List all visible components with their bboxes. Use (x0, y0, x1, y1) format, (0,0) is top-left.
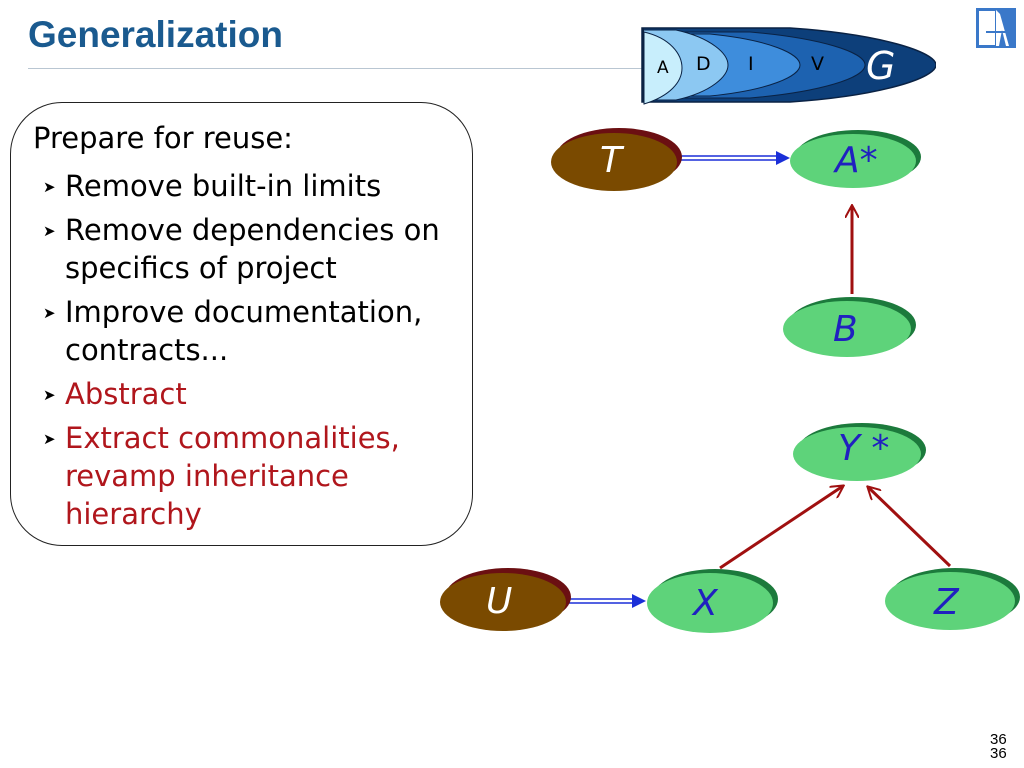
page-number-repeat: 36 (990, 745, 1007, 762)
node-y: Y * (793, 423, 926, 481)
bullet-text: Remove built-in limits (65, 169, 382, 203)
node-z-label: Z (933, 582, 960, 623)
node-x-label: X (691, 583, 719, 624)
client-arrow-t-to-a (680, 151, 790, 165)
node-b-label: B (833, 309, 858, 350)
title-divider (28, 68, 668, 69)
node-y-label: Y * (838, 428, 889, 469)
arrow-bullet-icon: ➤ (43, 178, 56, 196)
stage-i-label: I (748, 53, 754, 75)
node-x: X (647, 569, 778, 633)
arrow-bullet-icon: ➤ (43, 386, 56, 404)
bullet-item: ➤ Improve documentation, contracts... (43, 293, 463, 369)
stage-d-label: D (696, 53, 711, 75)
stage-g-label: G (866, 44, 895, 88)
arrow-bullet-icon: ➤ (43, 304, 56, 322)
bullet-item: ➤ Extract commonalities, revamp inheritan… (43, 419, 463, 533)
institution-logo (976, 8, 1016, 48)
bullet-text: Improve documentation, contracts... (65, 295, 423, 367)
node-z: Z (885, 568, 1020, 630)
bullet-item: ➤ Remove built-in limits (43, 167, 463, 205)
node-t-label: T (600, 140, 625, 181)
slide-title: Generalization (28, 14, 283, 55)
stage-v-label: V (811, 53, 824, 75)
node-t: T (551, 128, 682, 191)
bullet-text: Remove dependencies on specifics of proj… (65, 213, 440, 285)
client-arrow-u-to-x (566, 594, 646, 608)
bullet-text: Extract commonalities, revamp inheritanc… (65, 421, 400, 531)
content-box: Prepare for reuse: ➤ Remove built-in limi… (10, 102, 473, 546)
stage-a-band (643, 31, 683, 105)
page-number: 36 (990, 731, 1007, 748)
node-a-label: A* (833, 140, 878, 181)
inherit-arrow-z-to-y (868, 487, 952, 568)
arrow-bullet-icon: ➤ (43, 430, 56, 448)
bullet-item: ➤ Remove dependencies on specifics of pro… (43, 211, 463, 287)
inherit-arrow-x-to-y (719, 486, 843, 570)
arrow-bullet-icon: ➤ (43, 222, 56, 240)
bullet-item: ➤ Abstract (43, 375, 463, 413)
node-u: U (440, 568, 571, 631)
bullet-text: Abstract (65, 377, 187, 411)
lifecycle-graphic: A D I V G (641, 27, 936, 105)
stage-a-label: A (657, 58, 669, 78)
node-u-label: U (486, 581, 512, 622)
node-b: B (783, 297, 916, 357)
bullet-list: ➤ Remove built-in limits ➤ Remove dependen… (43, 167, 463, 539)
content-heading: Prepare for reuse: (33, 121, 293, 155)
node-a: A* (790, 130, 921, 188)
